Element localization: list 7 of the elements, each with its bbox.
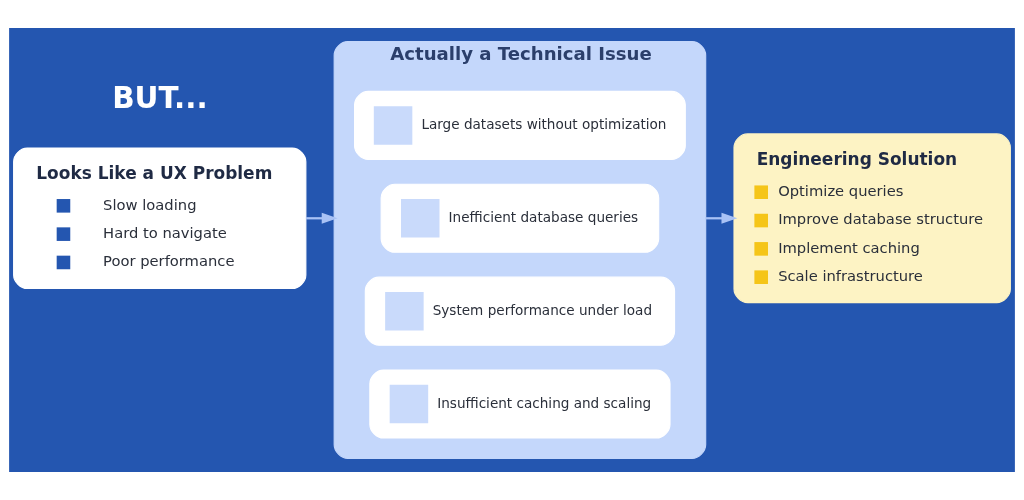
node-box: Insufficient caching and scaling [369,369,671,439]
label: BUT... [112,80,208,115]
node-box: Inefficient database queries [380,183,660,253]
node-box: Large datasets without optimization [354,90,686,160]
node-box: Engineering Solution Optimize queries Improve database structure Implement caching Scale infrastructure [733,133,1011,304]
node-box: System performance under load [364,276,676,346]
node-box: Looks Like a UX Problem Slow loading Hard to navigate Poor performance [13,147,307,290]
